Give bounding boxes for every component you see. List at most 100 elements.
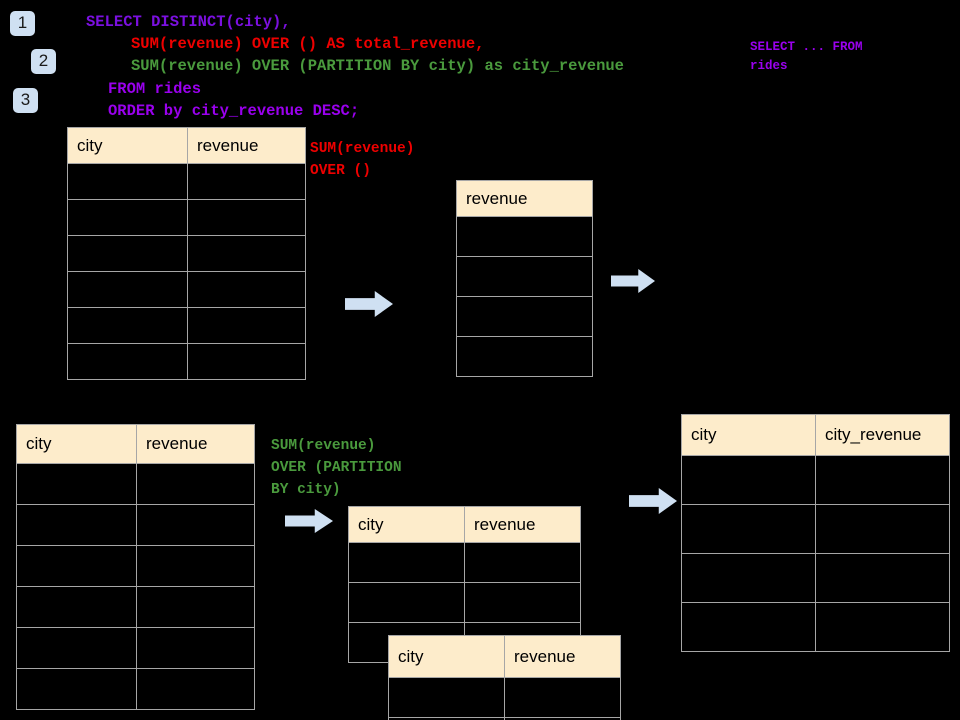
column-header-revenue: revenue xyxy=(456,180,593,217)
table-cell xyxy=(136,504,255,546)
table-row xyxy=(681,504,950,554)
table-cell xyxy=(187,307,306,344)
column-header-revenue: revenue xyxy=(504,635,621,678)
table-cell xyxy=(815,553,950,603)
table-cell xyxy=(681,504,816,554)
table-cell xyxy=(348,582,465,623)
table-row xyxy=(388,677,621,718)
sql-line-4: FROM rides xyxy=(108,80,202,98)
table-cell xyxy=(67,307,188,344)
table-cell xyxy=(456,296,593,337)
table-row xyxy=(67,163,306,200)
table-cell xyxy=(16,545,137,587)
arrow-source-to-total xyxy=(345,291,393,317)
table-row xyxy=(67,199,306,236)
table-cell xyxy=(16,586,137,628)
table-cell xyxy=(67,199,188,236)
table-cell xyxy=(456,216,593,257)
table-cell xyxy=(187,343,306,380)
table-cell xyxy=(681,455,816,505)
arrow-total-to-result xyxy=(611,269,655,293)
table-row xyxy=(16,586,255,628)
step-badge-1: 1 xyxy=(10,11,35,36)
annotation-sum-over-partition: SUM(revenue) OVER (PARTITION BY city) xyxy=(271,438,402,498)
table-row xyxy=(348,542,581,583)
table-cell xyxy=(464,582,581,623)
table-row xyxy=(16,668,255,710)
right-arrow-icon xyxy=(285,509,333,533)
table-row xyxy=(16,504,255,546)
table-cell xyxy=(136,668,255,710)
arrow-partition-to-result xyxy=(629,488,677,514)
table-cell xyxy=(136,627,255,669)
arrow-source-to-partition xyxy=(285,509,333,533)
table-cell xyxy=(388,677,505,718)
column-header-city: city xyxy=(67,127,188,164)
right-arrow-icon xyxy=(611,269,655,293)
column-header-revenue: revenue xyxy=(136,424,255,464)
table-cell xyxy=(681,602,816,652)
column-header-city: city xyxy=(681,414,816,456)
table-cell xyxy=(67,163,188,200)
right-arrow-icon xyxy=(629,488,677,514)
table-cell xyxy=(348,542,465,583)
table-cell xyxy=(504,717,621,720)
table-row xyxy=(456,216,593,257)
step-badge-3: 3 xyxy=(13,88,38,113)
annotation-sum-over-empty: SUM(revenue) OVER () xyxy=(310,141,415,179)
sql-line-1: SELECT DISTINCT(city), xyxy=(86,13,291,31)
table-cell xyxy=(187,271,306,308)
table-cell xyxy=(16,463,137,505)
table-row xyxy=(456,296,593,337)
step-badge-2: 2 xyxy=(31,49,56,74)
column-header-city_revenue: city_revenue xyxy=(815,414,950,456)
column-header-city: city xyxy=(16,424,137,464)
table-cell xyxy=(187,199,306,236)
table-row xyxy=(16,627,255,669)
table-cell xyxy=(16,504,137,546)
table-cell xyxy=(16,627,137,669)
right-arrow-icon xyxy=(345,291,393,317)
table-cell xyxy=(136,463,255,505)
table-cell xyxy=(464,542,581,583)
table-cell xyxy=(67,343,188,380)
table-row xyxy=(456,336,593,377)
table-row xyxy=(16,463,255,505)
table-row xyxy=(67,235,306,272)
table-cell xyxy=(815,602,950,652)
sql-line-2: SUM(revenue) OVER () AS total_revenue, xyxy=(131,35,485,53)
table-cell xyxy=(187,163,306,200)
table-cell xyxy=(136,545,255,587)
table-row xyxy=(67,271,306,308)
table-cell xyxy=(456,336,593,377)
table-row xyxy=(388,717,621,720)
column-header-revenue: revenue xyxy=(187,127,306,164)
table-row xyxy=(348,582,581,623)
table-row xyxy=(67,343,306,380)
table-cell xyxy=(815,455,950,505)
table-row xyxy=(67,307,306,344)
sql-line-3: SUM(revenue) OVER (PARTITION BY city) as… xyxy=(131,57,624,75)
column-header-city: city xyxy=(348,506,465,543)
table-cell xyxy=(67,235,188,272)
table-row xyxy=(16,545,255,587)
table-header-row: revenue xyxy=(456,180,593,217)
table-cell xyxy=(187,235,306,272)
table-cell xyxy=(136,586,255,628)
column-header-revenue: revenue xyxy=(464,506,581,543)
table-cell xyxy=(16,668,137,710)
table-cell xyxy=(504,677,621,718)
table-cell xyxy=(456,256,593,297)
table-row xyxy=(456,256,593,297)
column-header-city: city xyxy=(388,635,505,678)
table-row xyxy=(681,553,950,603)
table-cell xyxy=(815,504,950,554)
